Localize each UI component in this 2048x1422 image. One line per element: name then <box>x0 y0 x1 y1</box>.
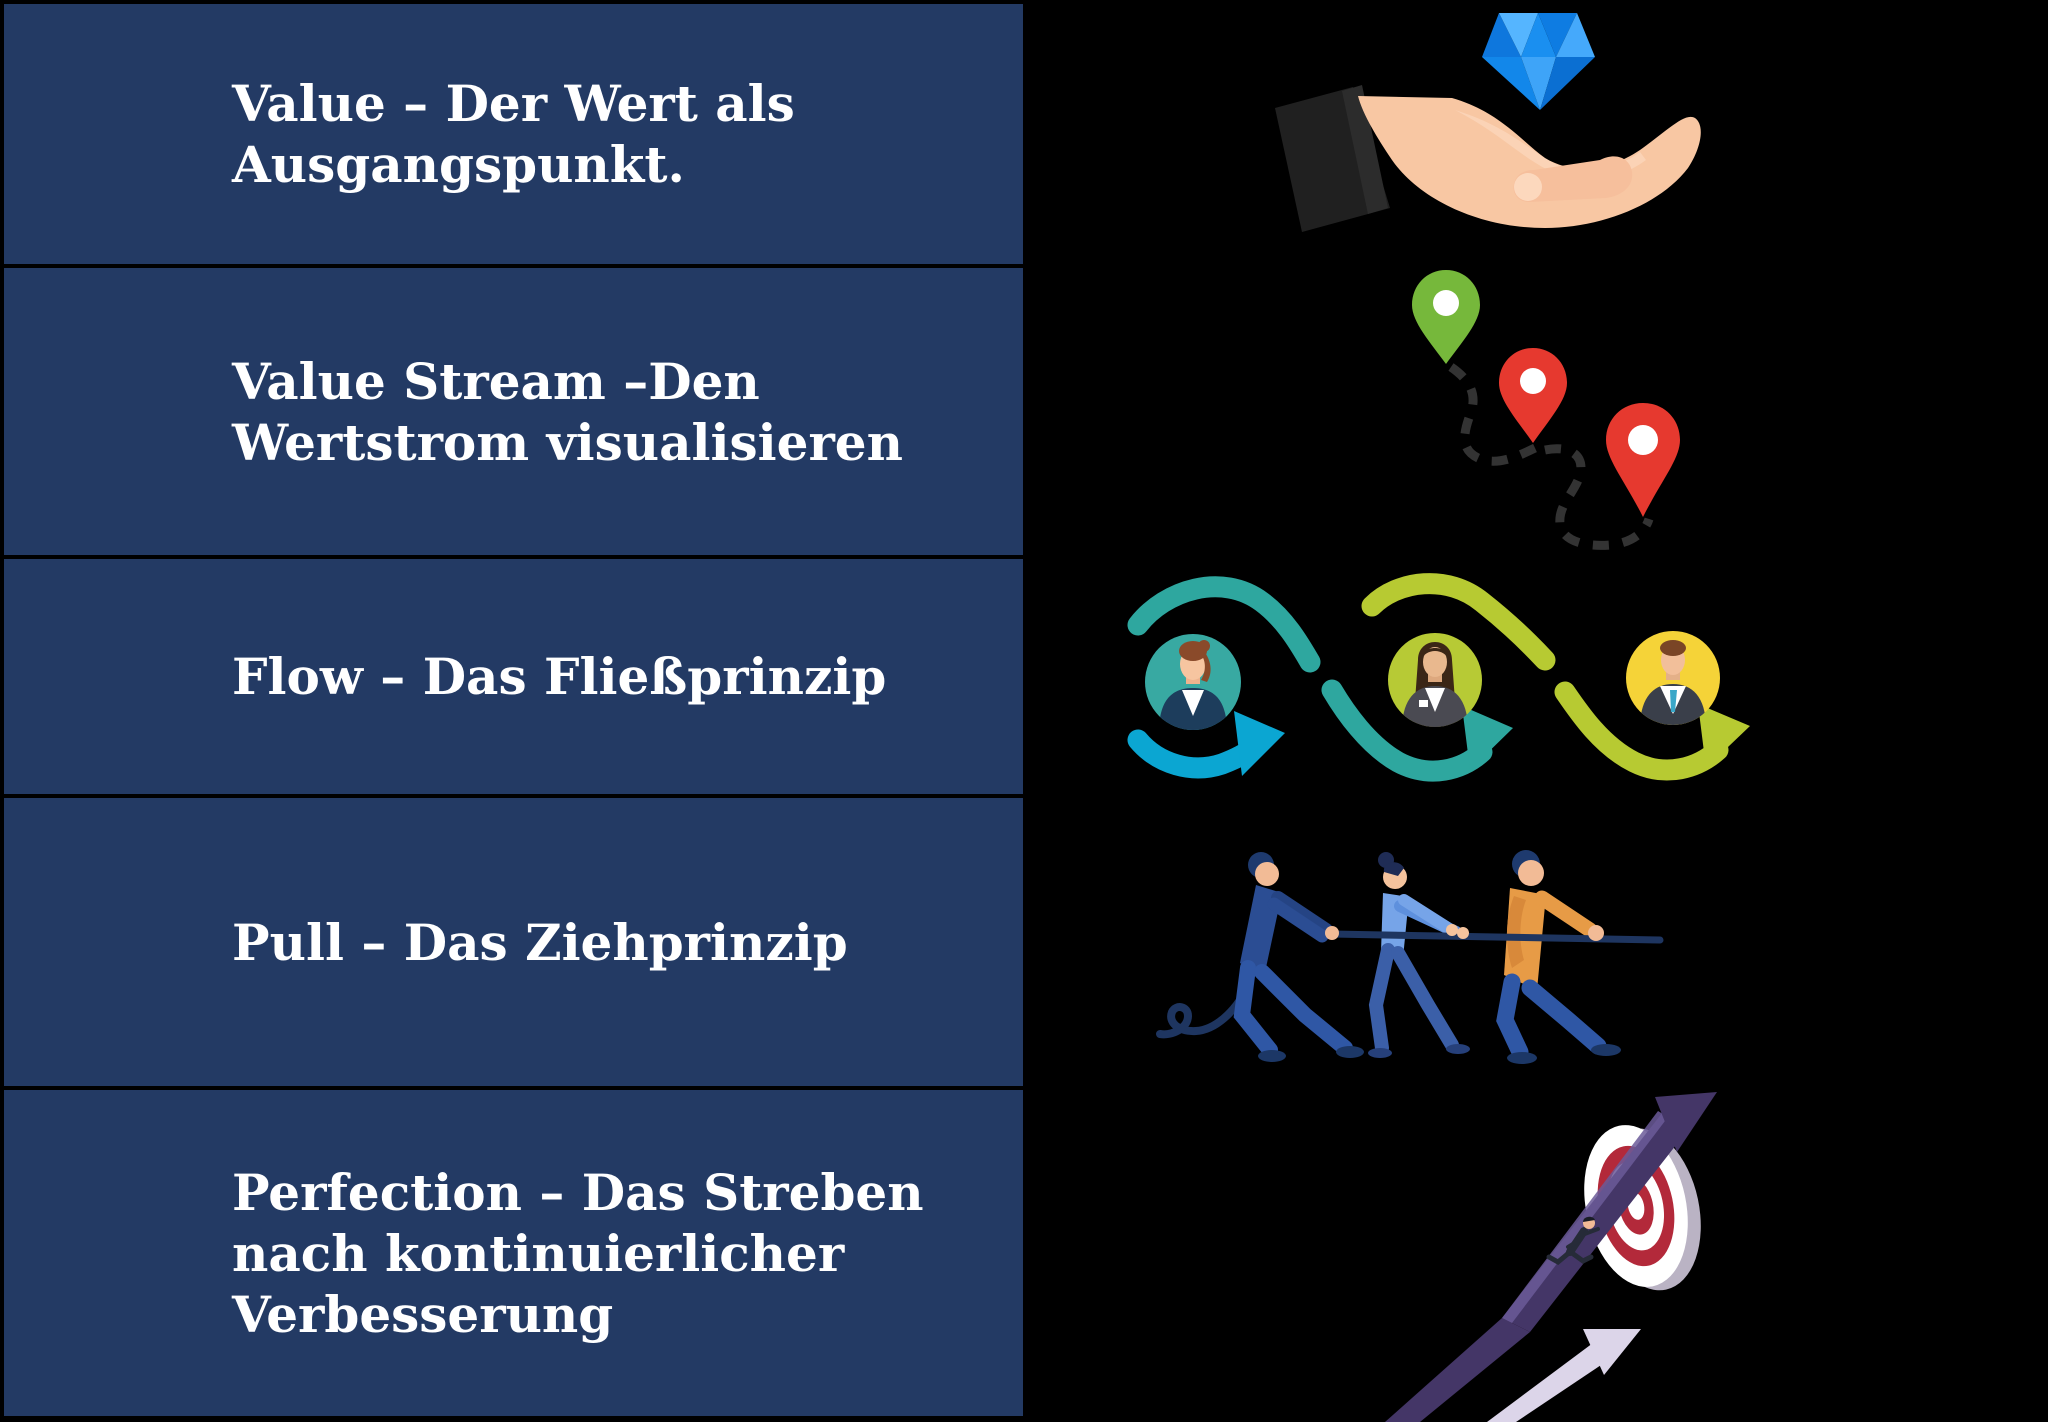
person-pulling-1 <box>1233 852 1364 1062</box>
avatar-businesswoman-2 <box>1388 633 1482 727</box>
row-title-pull: Pull – Das Ziehprinzip <box>232 912 848 972</box>
route-dashed-path <box>1448 363 1654 550</box>
row-panel-perfection: Perfection – Das Streben nach kontinuier… <box>4 1090 1023 1416</box>
person-pulling-2 <box>1368 852 1470 1058</box>
map-pin-icon-red-2 <box>1606 403 1680 517</box>
rope-coil <box>1156 984 1251 1039</box>
illustration-flow <box>1127 573 1750 782</box>
row-title-perfection: Perfection – Das Streben nach kontinuier… <box>232 1162 924 1344</box>
row-title-flow: Flow – Das Fließprinzip <box>232 647 887 706</box>
person-pulling-3 <box>1496 850 1621 1064</box>
flow-arrow-teal-bottom <box>1321 679 1513 782</box>
running-businessman <box>1546 1216 1600 1266</box>
row-panel-flow: Flow – Das Fließprinzip <box>4 559 1023 794</box>
illustration-pull <box>1156 850 1664 1064</box>
hand-icon <box>1358 96 1701 228</box>
growth-arrow <box>1385 1092 1717 1422</box>
row-title-value: Value – Der Wert als Ausgangspunkt. <box>232 74 795 194</box>
row-panel-value-stream: Value Stream –Den Wertstrom visualisiere… <box>4 268 1023 555</box>
flow-arrow-blue <box>1127 711 1285 779</box>
flow-arrow-green-bottom <box>1554 681 1750 781</box>
avatar-businesswoman-1 <box>1145 634 1241 730</box>
illustration-value-stream <box>1412 270 1680 550</box>
row-panel-value: Value – Der Wert als Ausgangspunkt. <box>4 4 1023 264</box>
secondary-arrow <box>1487 1329 1641 1422</box>
row-panel-pull: Pull – Das Ziehprinzip <box>4 798 1023 1086</box>
row-title-value-stream: Value Stream –Den Wertstrom visualisiere… <box>232 351 903 472</box>
map-pin-icon-red-1 <box>1499 348 1567 443</box>
flow-arc-green-top <box>1361 573 1556 671</box>
map-pin-icon-green <box>1412 270 1480 364</box>
rope <box>1325 924 1664 944</box>
flow-arc-teal-top <box>1127 576 1321 673</box>
illustration-value <box>1275 13 1701 232</box>
diamond-icon <box>1482 13 1595 110</box>
sleeve-cuff <box>1275 85 1390 232</box>
illustration-perfection <box>1385 1092 1717 1422</box>
avatar-businessman <box>1626 631 1720 725</box>
